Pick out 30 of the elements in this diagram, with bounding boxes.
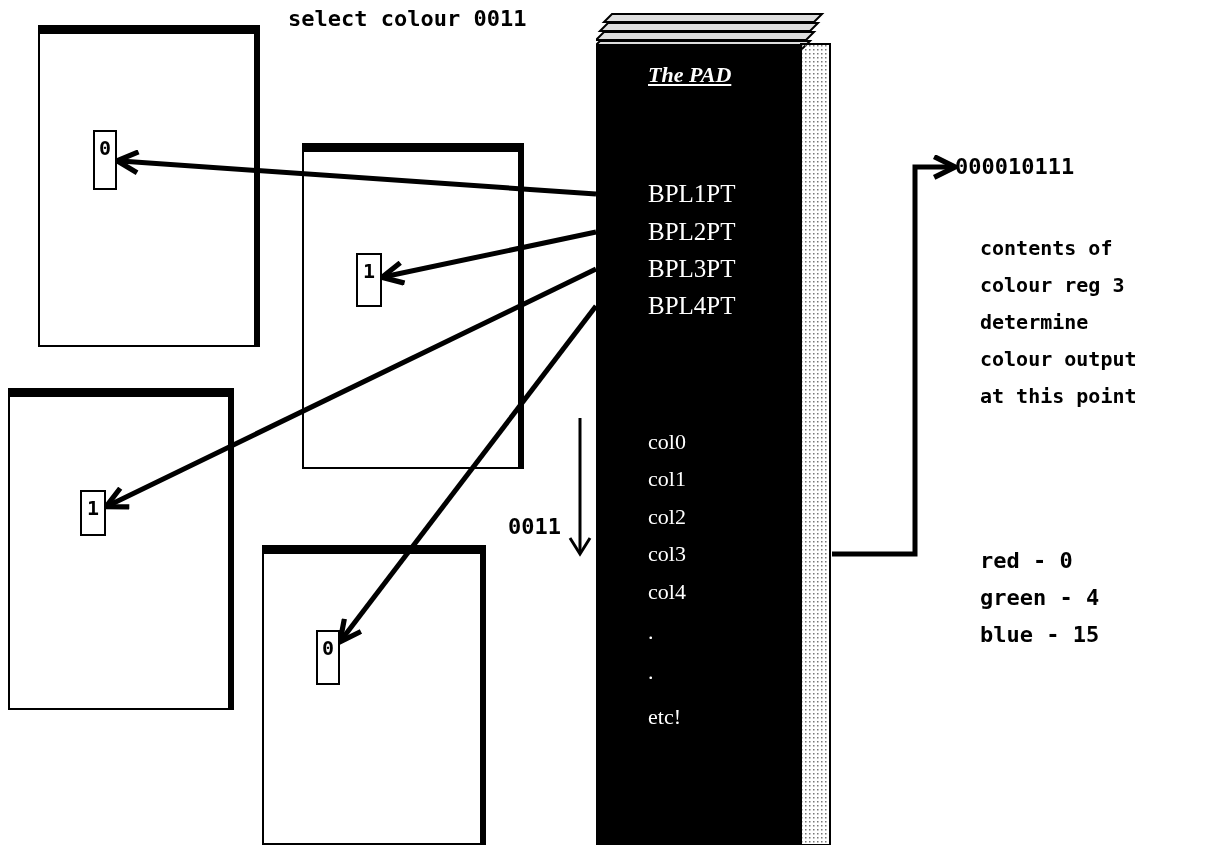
bitplane-sheet <box>38 25 260 347</box>
chip-title: The PAD <box>648 62 732 88</box>
register-name: etc! <box>596 699 800 735</box>
register-name: BPL4PT <box>596 288 800 324</box>
register-name: BPL2PT <box>596 214 800 250</box>
bit-pattern-label: 0011 <box>508 513 562 541</box>
component-value: blue - 15 <box>980 621 1101 649</box>
component-value: red - 0 <box>980 547 1074 575</box>
bitplane-sheet <box>8 388 234 710</box>
bit-value: 0 <box>93 130 117 190</box>
output-value: 000010111 <box>955 150 1075 184</box>
register-name: col0 <box>596 424 800 460</box>
register-name: . <box>596 614 800 650</box>
explanation-note: contents of colour reg 3 determine colour output at this point <box>980 235 1138 410</box>
bit-value: 1 <box>356 253 382 307</box>
register-name: . <box>596 654 800 690</box>
arrow <box>337 304 598 645</box>
register-name: BPL3PT <box>596 251 800 287</box>
bit-value: 1 <box>80 490 106 536</box>
register-name: col4 <box>596 574 800 610</box>
register-name: col2 <box>596 499 800 535</box>
bit-value: 0 <box>316 630 340 685</box>
component-value: green - 4 <box>980 584 1101 612</box>
register-name: col1 <box>596 461 800 497</box>
heading-note: select colour 0011 <box>288 5 528 33</box>
register-name: BPL1PT <box>596 176 800 212</box>
bitplane-sheet <box>302 143 524 469</box>
bitplane-sheet <box>262 545 486 845</box>
register-name: col3 <box>596 536 800 572</box>
arrow <box>832 154 958 557</box>
